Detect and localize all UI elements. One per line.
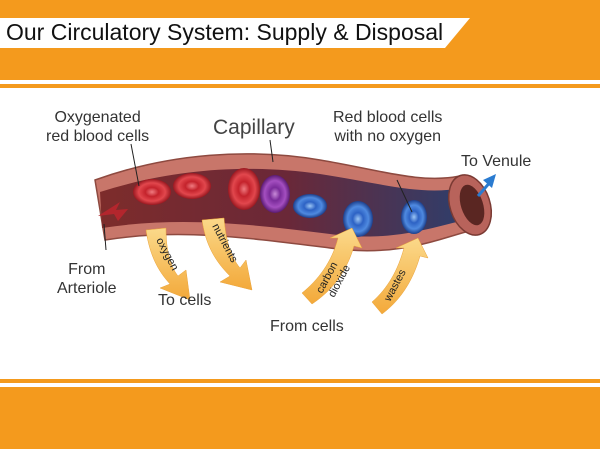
leader-capillary [269,139,274,163]
red-cell [133,179,171,205]
footer-divider [0,379,600,383]
wastes-arrow [371,237,429,315]
blue-cell [343,201,373,237]
capillary-diagram: oxygen nutrients carbon dioxide wastes O… [0,88,600,379]
from-arteriole-label: From Arteriole [57,260,117,298]
title-banner-shape [0,18,470,48]
nutrients-arrow [201,217,253,291]
red-cell [173,173,211,199]
to-cells-label: To cells [158,292,212,309]
capillary-label: Capillary [213,116,295,139]
leader-oxygenated [130,143,140,187]
from-arteriole-label-line-1: From [68,261,106,278]
header-divider [0,84,600,88]
title-banner: Our Circulatory System: Supply & Disposa… [0,18,470,48]
blue-cell [293,194,327,218]
page-title: Our Circulatory System: Supply & Disposa… [6,19,444,45]
carbon-dioxide-arrow [301,227,363,305]
arteriole-arrow-icon [98,202,128,221]
footer-band [0,387,600,449]
no-oxygen-label-line-1: Red blood cells [333,109,443,126]
venule-arrow-icon [483,174,496,188]
from-arteriole-label-line-2: Arteriole [57,280,117,297]
oxygenated-label-line-2: red blood cells [46,128,150,145]
oxygenated-label: Oxygenated red blood cells [46,108,149,146]
to-venule-label: To Venule [461,153,532,170]
capillary-illustration: oxygen nutrients carbon dioxide wastes [94,139,496,315]
red-cell [228,168,260,210]
no-oxygen-label-line-2: with no oxygen [334,128,442,145]
no-oxygen-label: Red blood cells with no oxygen [333,108,442,146]
purple-cell [260,175,290,213]
blue-cell [401,200,427,234]
leader-no-oxygen [396,179,413,213]
leader-arteriole [103,223,107,251]
oxygen-arrow [145,227,191,301]
from-cells-label: From cells [270,318,344,335]
oxygenated-label-line-1: Oxygenated [54,109,141,126]
